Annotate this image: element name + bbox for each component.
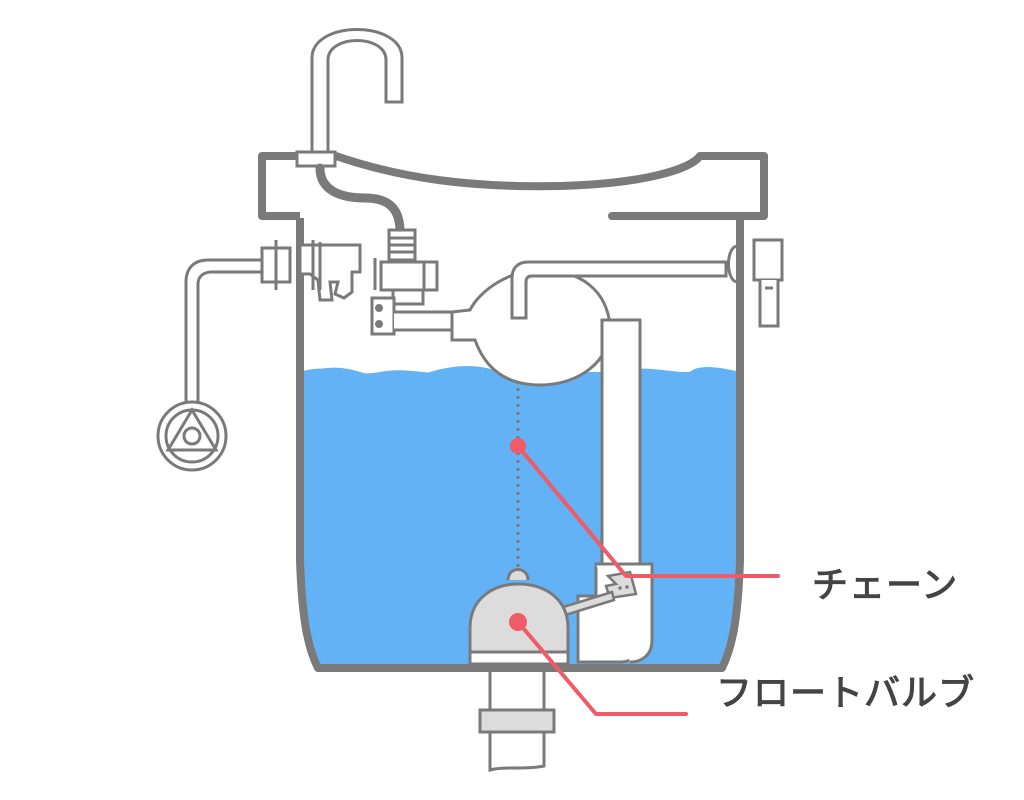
label-chain: チェーン xyxy=(812,565,959,606)
callout-float-valve xyxy=(509,613,688,716)
ball-tap xyxy=(298,228,454,336)
drain-pipe xyxy=(478,672,556,772)
flush-lever-handle[interactable] xyxy=(727,238,784,328)
callout-chain xyxy=(510,438,780,578)
supply-tube xyxy=(315,163,405,237)
tank-body xyxy=(296,218,744,672)
float-arm xyxy=(510,260,728,320)
tank-lid xyxy=(258,152,768,220)
label-float-valve: フロートバルブ xyxy=(716,673,976,714)
stop-valve[interactable] xyxy=(156,240,292,472)
faucet-spout xyxy=(295,28,404,168)
